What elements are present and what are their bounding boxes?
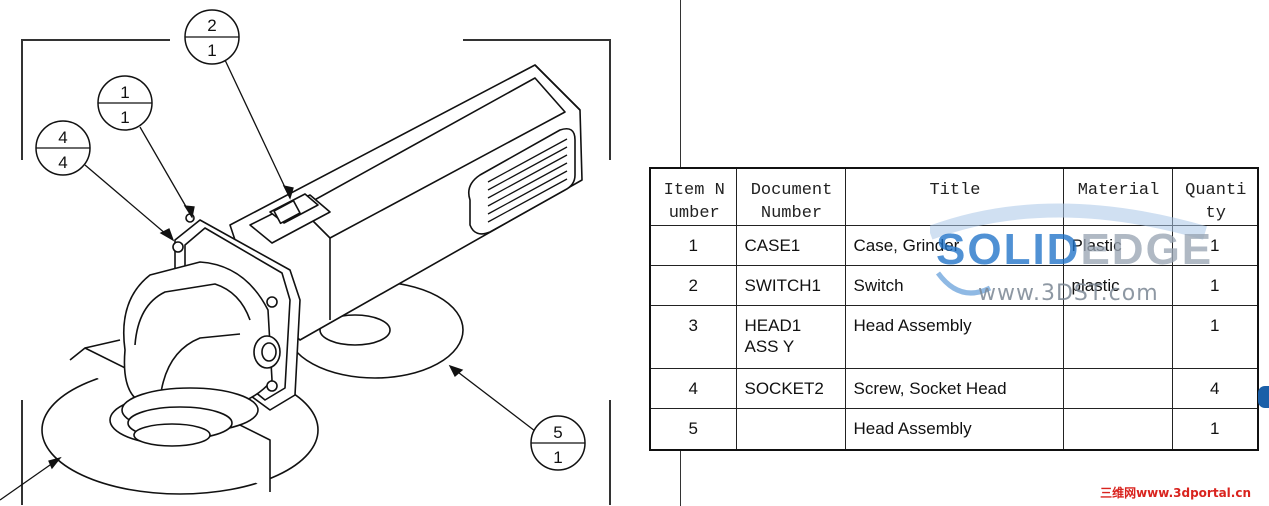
table-row: 1 CASE1 Case, Grinder Plastic 1 <box>649 225 1259 266</box>
balloon-4: 4 4 <box>35 120 91 176</box>
cell-document: SOCKET2 <box>735 368 846 409</box>
cell-item: 4 <box>649 368 737 409</box>
edge-tab-icon <box>1258 386 1269 408</box>
table-row: 3 HEAD1 ASS Y Head Assembly 1 <box>649 305 1259 369</box>
cell-material <box>1062 368 1173 409</box>
balloon-2-bottom: 1 <box>207 41 216 60</box>
balloon-5: 5 1 <box>530 415 586 471</box>
balloon-1-top: 1 <box>120 83 129 102</box>
balloon-2-top: 2 <box>207 16 216 35</box>
cell-title: Head Assembly <box>844 408 1064 450</box>
cell-material: Plastic <box>1062 225 1173 266</box>
cell-quantity: 4 <box>1171 368 1259 409</box>
header-quantity: Quanti ty <box>1171 167 1259 226</box>
cell-quantity: 1 <box>1171 225 1259 266</box>
table-row: 2 SWITCH1 Switch plastic 1 <box>649 265 1259 306</box>
cell-item: 2 <box>649 265 737 306</box>
table-row: 4 SOCKET2 Screw, Socket Head 4 <box>649 368 1259 409</box>
balloon-4-top: 4 <box>58 128 67 147</box>
cell-item: 3 <box>649 305 737 369</box>
angle-grinder <box>41 64 583 495</box>
grinder-drawing: 2 1 1 1 4 4 5 1 <box>0 9 611 505</box>
cell-document: HEAD1 ASS Y <box>735 305 846 369</box>
leader-lines <box>0 59 536 501</box>
cell-title: Head Assembly <box>844 305 1064 369</box>
balloon-4-bottom: 4 <box>58 153 67 172</box>
cell-document <box>735 408 846 450</box>
header-item-number: Item N umber <box>649 167 737 226</box>
balloon-2: 2 1 <box>184 9 240 65</box>
view-frame <box>21 39 611 505</box>
cell-quantity: 1 <box>1171 265 1259 306</box>
cell-title: Screw, Socket Head <box>844 368 1064 409</box>
cell-material <box>1062 305 1173 369</box>
cell-document: CASE1 <box>735 225 846 266</box>
header-document-number: Document Number <box>735 167 846 226</box>
balloon-1-bottom: 1 <box>120 108 129 127</box>
parts-list-table: Item N umber Document Number Title Mater… <box>649 167 1259 451</box>
header-title: Title <box>844 167 1064 226</box>
header-material: Material <box>1062 167 1173 226</box>
table-header-row: Item N umber Document Number Title Mater… <box>649 167 1259 226</box>
balloon-5-bottom: 1 <box>553 448 562 467</box>
cell-quantity: 1 <box>1171 305 1259 369</box>
cell-quantity: 1 <box>1171 408 1259 450</box>
footer-watermark-text: 三维网www.3dportal.cn <box>1100 486 1251 500</box>
cell-material: plastic <box>1062 265 1173 306</box>
cell-material <box>1062 408 1173 450</box>
cell-title: Switch <box>844 265 1064 306</box>
cell-item: 5 <box>649 408 737 450</box>
cell-item: 1 <box>649 225 737 266</box>
balloon-1: 1 1 <box>97 75 153 131</box>
table-row: 5 Head Assembly 1 <box>649 408 1259 450</box>
cell-title: Case, Grinder <box>844 225 1064 266</box>
cell-document: SWITCH1 <box>735 265 846 306</box>
balloon-5-top: 5 <box>553 423 562 442</box>
